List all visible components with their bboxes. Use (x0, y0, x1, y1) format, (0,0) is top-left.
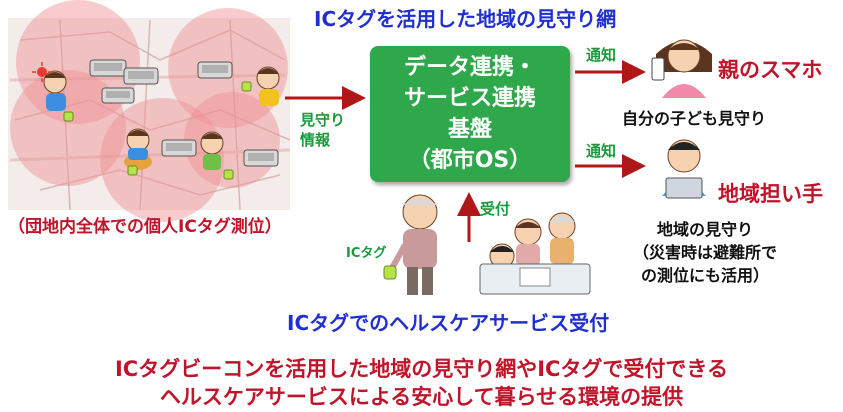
data-platform-box: データ連携・ サービス連携 基盤 （都市OS） (370, 46, 570, 182)
summary-line-2: ヘルスケアサービスによる安心して暮らせる環境の提供 (159, 385, 684, 409)
coverage-circle (10, 70, 126, 186)
beacon-device (161, 139, 197, 157)
reception-desk-scene (479, 212, 591, 295)
watch-info-line: 見守り (300, 111, 346, 129)
platform-line: データ連携・ (403, 55, 536, 80)
community-description: 地域の見守り （災害時は避難所で の測位にも活用） (620, 218, 790, 287)
reception-label: 受付 (480, 200, 511, 218)
notify-label-parent: 通知 (586, 46, 617, 64)
community-description-line: 地域の見守り (656, 220, 753, 239)
elderly-man-figure (383, 194, 438, 295)
community-helper-label: 地域担い手 (718, 182, 823, 206)
map-caption: （団地内全体での個人ICタグ測位） (8, 217, 282, 237)
ic-tag-icon (383, 265, 397, 280)
beacon-device (123, 67, 159, 85)
child-figures (43, 66, 280, 180)
reception-caption: ICタグでのヘルスケアサービス受付 (287, 311, 610, 335)
ic-tag-label: ICタグ (346, 246, 387, 261)
diagram-title: ICタグを活用した地域の見守り網 (314, 7, 617, 31)
parent-smartphone-label: 親のスマホ (718, 58, 823, 82)
coverage-circle (100, 98, 224, 222)
parent-figure (651, 39, 712, 98)
parent-description: 自分の子ども見守り (622, 109, 767, 128)
beacon-device (101, 87, 135, 104)
platform-line: サービス連携 (403, 86, 536, 111)
smartphone-icon (651, 57, 665, 81)
platform-line: （都市OS） (408, 148, 532, 173)
beacon-device (89, 59, 127, 77)
laptop-icon (665, 177, 703, 199)
beacon-devices (89, 59, 279, 167)
child-figure (241, 66, 280, 106)
community-description-line: （災害時は避難所で (632, 243, 777, 262)
child-figure (43, 70, 74, 122)
watch-info-line: 情報 (300, 131, 331, 149)
child-figure (200, 131, 234, 180)
watch-info-label: 見守り 情報 (300, 110, 345, 150)
beacon-device (243, 149, 279, 167)
community-helper-figure (662, 139, 706, 199)
summary-line-1: ICタグビーコンを活用した地域の見守り網やICタグで受付できる (114, 357, 729, 381)
platform-line: 基盤 (447, 117, 492, 142)
community-description-line: の測位にも活用） (640, 266, 769, 285)
beacon-device (197, 61, 233, 79)
sun-icon (32, 62, 52, 82)
notify-label-community: 通知 (586, 142, 617, 160)
